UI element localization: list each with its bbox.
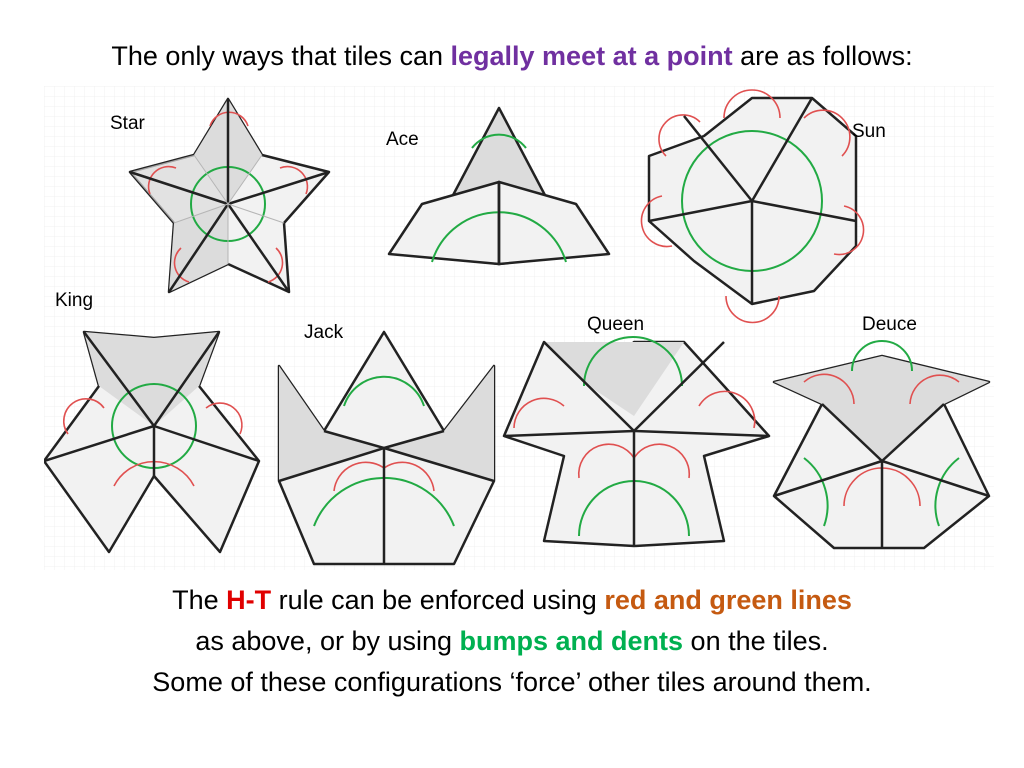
label-deuce: Deuce — [862, 314, 917, 335]
title-prefix: The only ways that tiles can — [111, 41, 451, 71]
bumps-dents-highlight: bumps and dents — [459, 626, 684, 656]
label-star: Star — [110, 113, 145, 134]
label-sun: Sun — [852, 121, 886, 142]
figure-deuce — [772, 340, 991, 550]
figure-star — [128, 97, 331, 294]
figure-jack — [277, 330, 496, 566]
label-queen: Queen — [587, 314, 645, 335]
line1-mid: rule can be enforced using — [271, 585, 605, 615]
title-highlight: legally meet at a point — [450, 41, 733, 71]
vertex-figures-diagram — [44, 86, 994, 570]
page-title: The only ways that tiles can legally mee… — [0, 38, 1024, 74]
explanation-line-3: Some of these configurations ‘force’ oth… — [152, 667, 872, 697]
title-suffix: are as follows: — [732, 41, 913, 71]
figure-ace — [387, 106, 611, 266]
figure-queen — [502, 336, 771, 548]
line2-pre: as above, or by using — [195, 626, 460, 656]
line1-pre: The — [172, 585, 227, 615]
explanation-text: The H-T rule can be enforced using red a… — [0, 580, 1024, 703]
ht-rule-highlight: H-T — [226, 585, 272, 615]
explanation-line-1: The H-T rule can be enforced using red a… — [0, 580, 1024, 621]
label-jack: Jack — [304, 322, 344, 343]
figure-king — [44, 330, 261, 554]
line2-post: on the tiles. — [683, 626, 829, 656]
vertex-figure-panel: Star Ace Sun King Jack Queen Deuce — [44, 86, 994, 570]
label-ace: Ace — [386, 129, 419, 150]
label-king: King — [55, 290, 94, 311]
red-green-lines-highlight: red and green lines — [604, 585, 852, 615]
explanation-line-2: as above, or by using bumps and dents on… — [0, 621, 1024, 662]
figure-sun — [640, 89, 865, 324]
